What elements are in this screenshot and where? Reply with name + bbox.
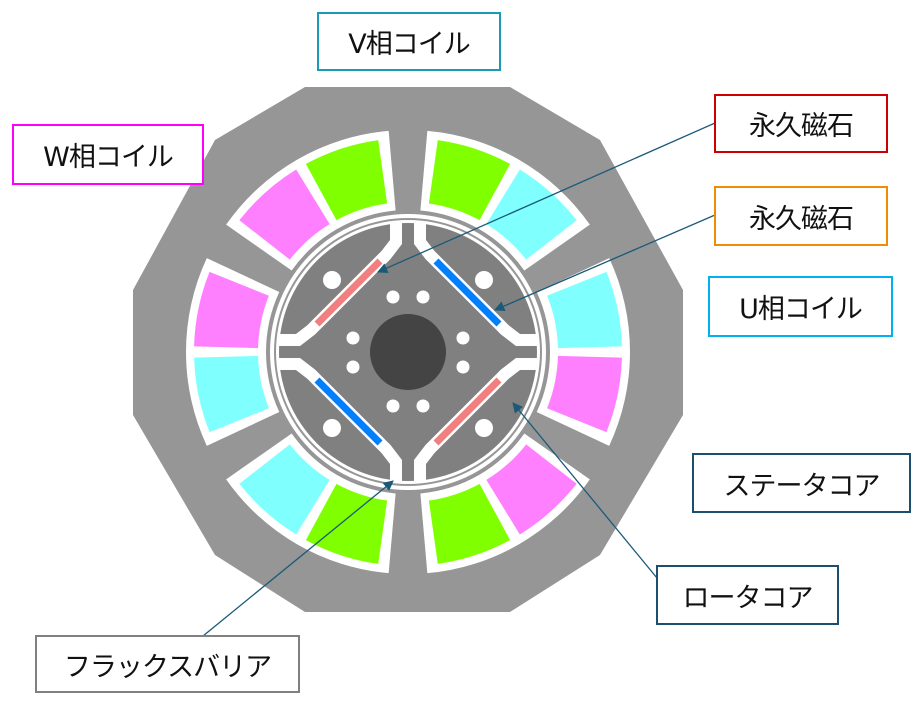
large-hole (475, 271, 493, 289)
coil-u_phase (194, 355, 269, 433)
stator-slots (185, 130, 630, 574)
coil-v_phase (305, 140, 388, 221)
label-u-coil: U相コイル (708, 276, 893, 337)
large-hole (323, 271, 341, 289)
permanent-magnet (314, 258, 383, 327)
small-hole (456, 331, 470, 345)
small-hole (456, 360, 470, 374)
leader-rotor-core (512, 402, 658, 579)
coil-v_phase (428, 483, 511, 564)
coil-u_phase (239, 444, 330, 535)
large-hole (323, 419, 341, 437)
small-hole (386, 290, 400, 304)
small-hole (346, 360, 360, 374)
leader-magnet-orange (494, 214, 716, 312)
magnet-pole (433, 377, 502, 446)
label-flux-barrier: フラックスバリア (35, 635, 300, 693)
small-hole (416, 399, 430, 413)
small-hole (416, 290, 430, 304)
magnet-pole (433, 258, 502, 327)
coil-w_phase (486, 444, 577, 535)
leader-flux-barrier (202, 480, 394, 637)
label-rotor-core: ロータコア (656, 565, 839, 625)
label-stator-core: ステータコア (692, 453, 911, 513)
magnet-pole (314, 377, 383, 446)
label-v-coil: V相コイル (317, 12, 501, 71)
coil-v_phase (428, 140, 511, 221)
label-magnet-red: 永久磁石 (714, 94, 888, 153)
small-hole (386, 399, 400, 413)
coil-u_phase (486, 169, 577, 260)
coil-u_phase (547, 271, 622, 349)
permanent-magnet (433, 377, 502, 446)
rotor-holes (323, 271, 493, 437)
shaft (370, 314, 446, 390)
label-w-coil: W相コイル (12, 124, 204, 185)
leader-lines (202, 122, 716, 637)
coil-v_phase (305, 483, 388, 564)
coil-w_phase (194, 271, 269, 349)
leader-magnet-red (377, 122, 716, 273)
large-hole (475, 419, 493, 437)
permanent-magnet (433, 258, 502, 327)
coil-w_phase (239, 169, 330, 260)
permanent-magnets (314, 258, 502, 446)
label-magnet-orange: 永久磁石 (714, 186, 888, 246)
small-hole (346, 331, 360, 345)
coil-w_phase (547, 355, 622, 433)
permanent-magnet (314, 377, 383, 446)
magnet-pole (314, 258, 383, 327)
